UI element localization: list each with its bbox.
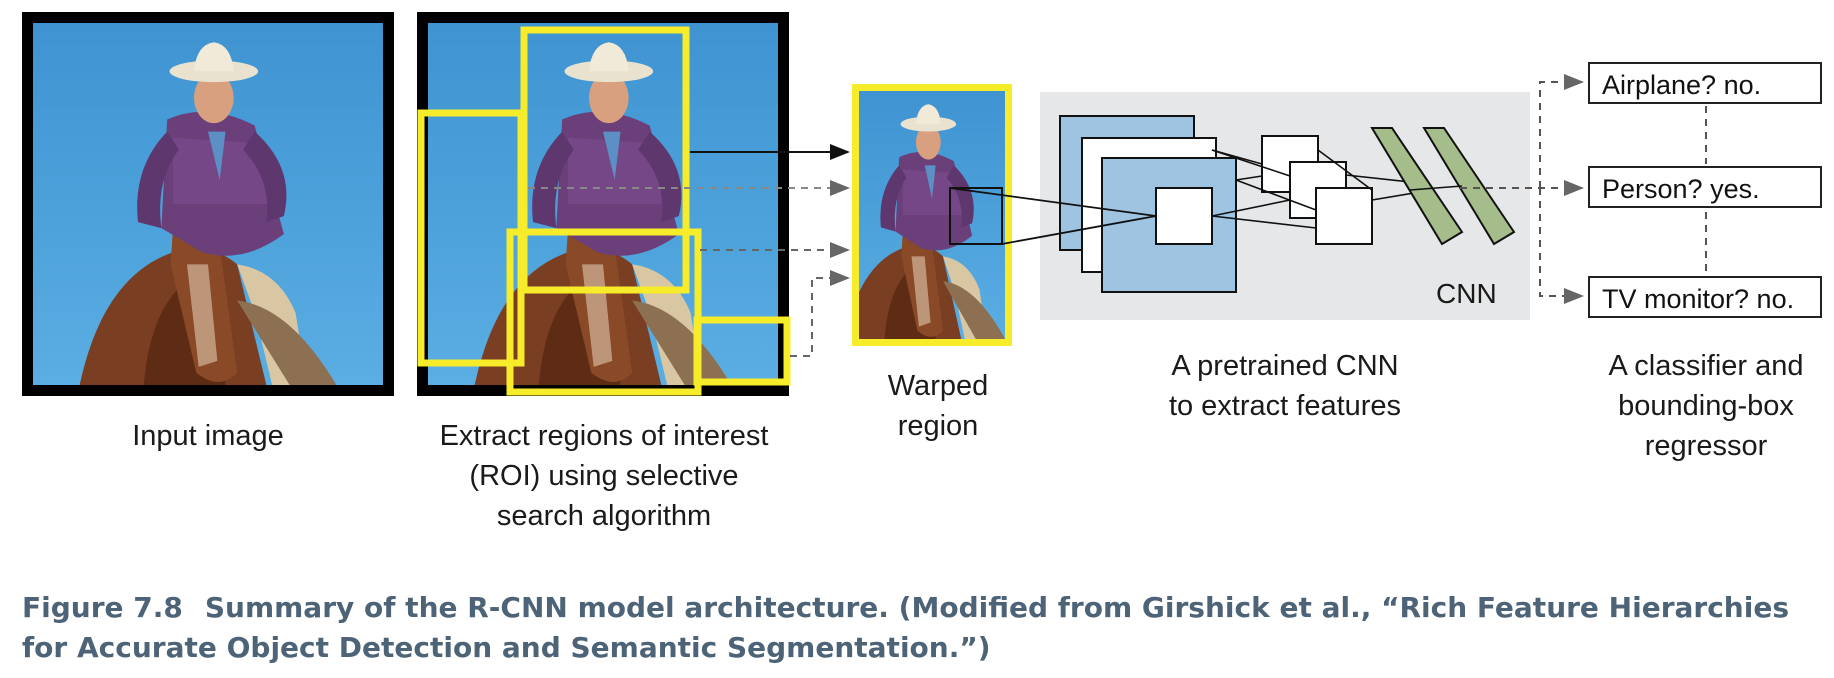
roi-box-small [693,316,791,386]
figure-caption-line1: Summary of the R-CNN model architecture.… [204,591,1789,624]
kernel [1155,187,1213,245]
class-output-tv-monitor: TV monitor? no. [1588,276,1822,318]
input-image-caption: Input image [132,420,284,452]
fc-layer [1422,127,1516,246]
figure-number: Figure 7.8 [22,591,183,624]
roi-box-horse [506,228,702,396]
fc-layer [1370,127,1464,246]
roi-image [417,12,791,396]
roi-arrows [528,144,850,357]
roi-box-left [417,109,525,367]
classifier-connectors [1539,74,1707,304]
class-output-airplane: Airplane? no. [1588,62,1822,104]
warped-caption: Warped region [887,370,989,442]
class-output-person: Person? yes. [1588,166,1822,208]
figure-caption-line2: for Accurate Object Detection and Semant… [22,631,991,664]
figure-caption: Figure 7.8 Summary of the R-CNN model arc… [22,588,1822,668]
cnn-caption: A pretrained CNN to extract features [1168,350,1402,422]
cnn-label: CNN [1436,278,1497,309]
roi-caption: Extract regions of interest (ROI) using … [439,420,769,532]
warped-region [852,84,1012,346]
input-image [22,12,394,396]
cnn-panel [949,92,1530,320]
conv-unit [1315,187,1373,245]
classifier-caption: A classifier and bounding-box regressor [1608,350,1804,462]
